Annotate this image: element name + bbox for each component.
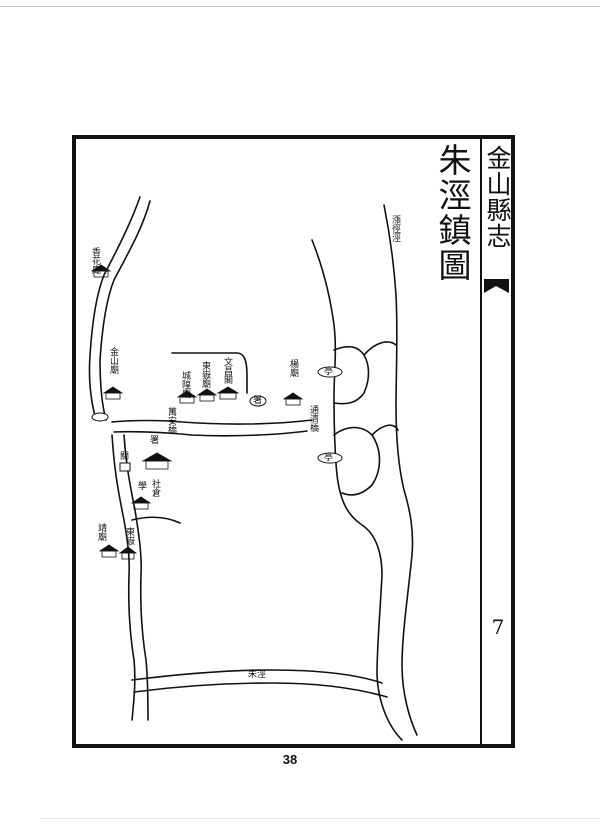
temple-icon-yang [282,392,304,406]
label-temple-b: 東嶽廟 [200,361,210,388]
book-page: 金山縣志 7 朱涇鎮圖 [72,135,515,748]
temple-icon-jinshan [102,386,124,400]
temple-icon-a [176,390,198,404]
town-wall-top [171,352,248,394]
nw-river-b [99,200,151,421]
sw-spur [131,516,181,524]
east-river-b [383,204,418,736]
label-north-river: 漲徑涇 [390,215,400,242]
label-temple-a: 城隍廟 [180,371,190,398]
east-river-a [311,239,403,741]
map-title: 朱涇鎮圖 [433,143,472,283]
label-shrine-2: 亭 [324,453,334,463]
nw-river-a [88,196,141,421]
temple-icon-c [216,386,240,400]
temple-icon-nw [90,264,112,278]
label-sw-temple: 靖廟 [96,523,106,541]
label-shrine-1: 亭 [324,367,334,377]
label-office: 署 [253,396,263,406]
temple-icon-granary [130,496,152,510]
east-loop-lower-r [371,424,399,436]
label-south-river: 朱涇 [248,670,267,680]
east-loop-upper-r [363,341,397,356]
label-nw-temple: 香花庵 [90,247,100,274]
label-bridge-e: 通濟橋 [308,405,318,432]
west-canal-a [111,434,136,721]
label-school: 學 [136,481,146,490]
temple-icon-office [141,452,173,470]
east-loop-lower [333,426,381,496]
page-number: 38 [282,752,298,767]
label-granary: 社倉 [150,479,160,497]
page-frame [72,135,515,748]
shrine-marker-1 [317,366,343,378]
scan-edge-bottom [40,818,600,819]
main-canal-s [113,430,308,437]
main-canal-n [111,419,313,425]
gate-icon [119,462,131,472]
west-canal-b [123,434,149,721]
label-temple-c: 文昌閣 [222,357,232,384]
scan-edge-top [0,6,600,7]
bridge-marker-w [91,412,109,422]
east-loop-upper [333,345,370,405]
margin-divider [480,139,482,744]
gate-marker [249,395,267,407]
fish-tail-icon [484,279,509,293]
south-canal-n [131,669,383,684]
label-bridge-w: 萬安橋 [166,407,176,434]
label-yamen: 署 [148,435,158,444]
temple-icon-sw [98,544,120,558]
south-canal-s [133,682,388,698]
label-sw-temple2: 東嶽 [124,527,134,545]
label-jinshan-temple: 金山廟 [108,347,118,374]
temple-icon-sw2 [118,546,138,560]
label-yang-temple: 楊廟 [288,359,298,377]
shrine-marker-2 [317,452,343,464]
county-title: 金山縣志 [483,145,512,249]
label-west-gate: 關 [118,451,128,460]
leaf-number: 7 [491,615,505,639]
town-map [88,196,418,741]
temple-icon-b [196,388,218,402]
